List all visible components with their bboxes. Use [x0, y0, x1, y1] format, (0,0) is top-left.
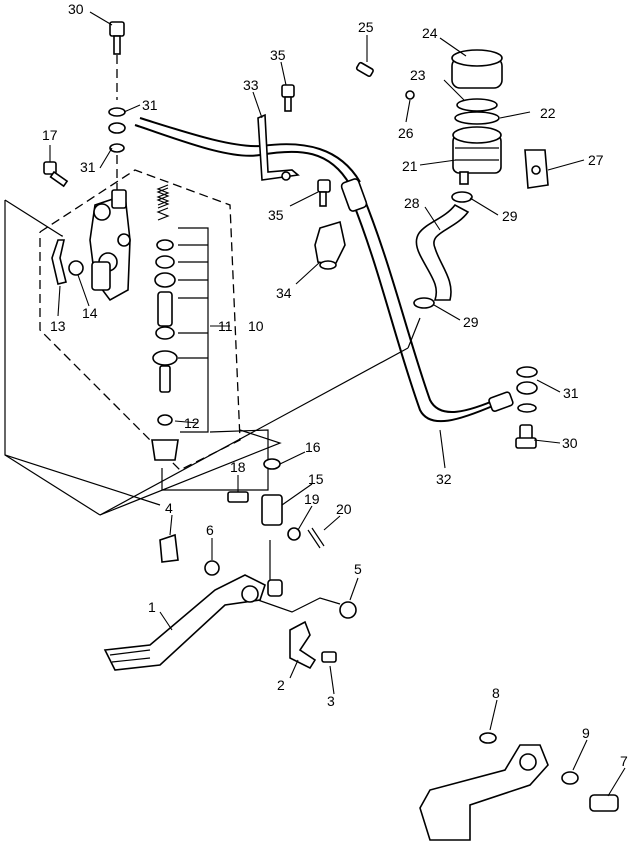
callout-leaders [49, 11, 626, 797]
brake-hose-upper [134, 117, 361, 186]
callout-25: 25 [358, 19, 374, 35]
callout-18: 18 [230, 459, 246, 475]
callout-7: 7 [620, 753, 628, 769]
callout-28: 28 [404, 195, 420, 211]
callout-3: 3 [327, 693, 335, 709]
callout-29-upper: 29 [502, 208, 518, 224]
callout-19: 19 [304, 491, 320, 507]
callout-31-upper: 31 [142, 97, 158, 113]
assembly-boundary-lines [4, 169, 421, 516]
small-fasteners [43, 21, 538, 449]
callout-33: 33 [243, 77, 259, 93]
callout-35-upper: 35 [270, 47, 286, 63]
callout-10: 10 [248, 318, 264, 334]
callout-30-lower: 30 [562, 435, 578, 451]
hose-clamp [314, 220, 346, 270]
callout-6: 6 [206, 522, 214, 538]
callout-27: 27 [588, 152, 604, 168]
callout-2: 2 [277, 677, 285, 693]
callout-30-upper: 30 [68, 1, 84, 17]
callout-4: 4 [165, 500, 173, 516]
callout-26: 26 [398, 125, 414, 141]
callout-35-lower: 35 [268, 207, 284, 223]
callout-15: 15 [308, 471, 324, 487]
callout-13: 13 [50, 318, 66, 334]
callout-11: 11 [218, 318, 233, 334]
callout-12: 12 [184, 415, 200, 431]
callout-5: 5 [354, 561, 362, 577]
brake-pedal [103, 458, 357, 671]
piston-kit [151, 184, 209, 461]
callout-17: 17 [42, 127, 58, 143]
callout-8: 8 [492, 685, 500, 701]
callout-20: 20 [336, 501, 352, 517]
callout-29-lower: 29 [463, 314, 479, 330]
callout-14: 14 [82, 305, 98, 321]
hose-bracket [257, 113, 300, 181]
callout-22: 22 [540, 105, 556, 121]
callout-21: 21 [402, 158, 418, 174]
callout-1: 1 [148, 599, 156, 615]
alternate-pedal-arm [419, 732, 619, 841]
hose-28 [415, 203, 470, 301]
brake-hose-32 [340, 178, 514, 423]
callout-16: 16 [305, 439, 321, 455]
callout-34: 34 [276, 285, 292, 301]
callout-9: 9 [582, 725, 590, 741]
callout-23: 23 [410, 67, 426, 83]
callout-31-right: 31 [563, 385, 579, 401]
reservoir-assembly [451, 49, 549, 189]
callout-labels: 1 2 3 4 5 6 7 8 9 10 11 12 13 14 15 16 1… [42, 1, 628, 769]
callout-24: 24 [422, 25, 438, 41]
master-cylinder-body [89, 189, 131, 302]
callout-32: 32 [436, 471, 452, 487]
callout-31-middle: 31 [80, 159, 96, 175]
